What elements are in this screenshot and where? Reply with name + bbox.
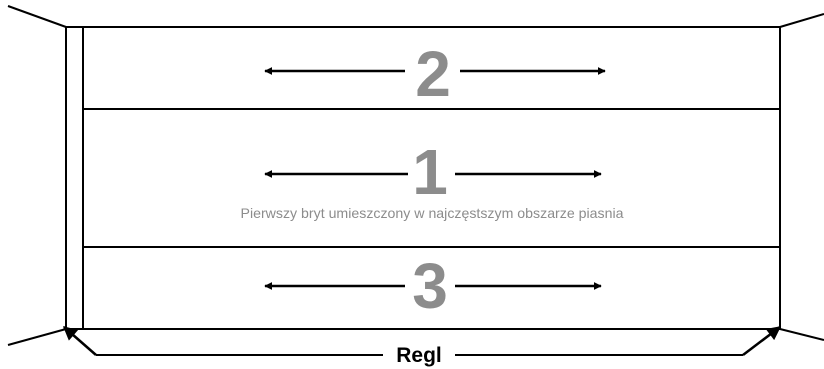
- zone-2: 2: [264, 38, 606, 110]
- regl-arrow-right: [742, 326, 782, 356]
- zone-3-number: 3: [412, 250, 448, 322]
- zone-1-caption: Pierwszy bryt umieszczony w najczęstszym…: [241, 205, 624, 221]
- zone-1: 1 Pierwszy bryt umieszczony w najczęstsz…: [241, 136, 624, 221]
- regl-label: Regl: [396, 344, 442, 367]
- zone-1-number: 1: [412, 136, 448, 208]
- zone-2-number: 2: [415, 38, 451, 110]
- wall-line-top-left: [7, 5, 67, 28]
- regl-arrow-left: [62, 326, 97, 356]
- zone-3: 3: [264, 250, 602, 322]
- room-outline: [7, 5, 824, 346]
- wall-line-top-right: [779, 13, 824, 28]
- regl-dimension: Regl: [62, 326, 782, 367]
- wall-line-bottom-right: [779, 328, 824, 341]
- regl-label-bg: [383, 343, 455, 365]
- wall-line-bottom-left: [7, 328, 67, 346]
